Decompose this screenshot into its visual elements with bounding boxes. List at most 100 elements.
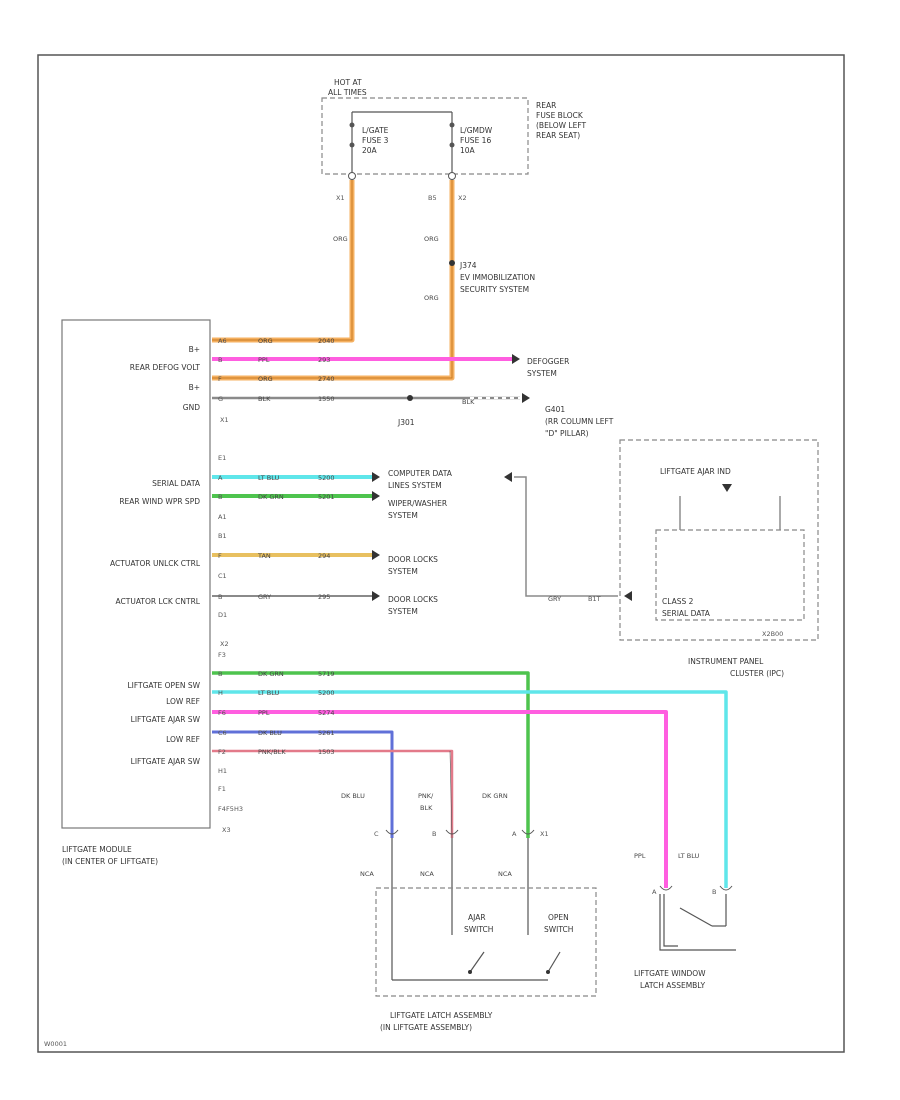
dest-label: LINES SYSTEM [388,481,442,490]
pin-label: A [218,474,223,482]
pin-label: F1 [218,785,226,793]
module-pin-label: REAR DEFOG VOLT [130,363,201,372]
wire-color-label: PPL [634,852,646,860]
liftgate-module: LIFTGATE MODULE (IN CENTER OF LIFTGATE) … [61,319,335,866]
rear-fuse-block: HOT AT ALL TIMES REAR FUSE BLOCK (BELOW … [321,78,587,202]
wire-org-b [212,180,455,381]
circuit-label: 295 [318,593,330,601]
dest-label: WIPER/WASHER [388,499,447,508]
connector-label: X3 [222,826,231,834]
arrow-icon [522,393,530,403]
circuit-label: 2740 [318,375,335,383]
pin-label: F3 [218,651,226,659]
pin-label: B [218,493,222,501]
wire-color-label: LT BLU [258,689,280,697]
wire-color-label: DK BLU [258,729,282,737]
dest-label: (RR COLUMN LEFT [545,417,614,426]
terminal-icon [348,172,356,180]
fuse-symbol [349,122,355,128]
module-pin-label: LIFTGATE AJAR SW [131,715,201,724]
arrow-icon [372,550,380,560]
connector-icon [659,885,673,891]
arrow-icon [372,472,380,482]
pin-label: F [218,552,222,560]
fuse-block-name: (BELOW LEFT [536,121,587,130]
fuse-block-name: REAR [536,101,556,110]
wire-color-label: ORG [333,235,348,243]
splice-dot [449,260,455,266]
circuit-label: 5719 [318,670,335,678]
liftgate-latch-assembly: C B A X1 NCA NCA NCA AJAR SWITCH OPEN SW… [360,829,597,1032]
dest-label: SYSTEM [527,369,557,378]
wire-color-label: DK GRN [258,670,284,678]
wire-dkgrn-open [212,671,530,838]
pin-label: F5 [226,805,234,813]
dest-label: SYSTEM [388,511,418,520]
wire-org-b-core [212,180,453,379]
wire-dkblu-lowref [212,730,394,838]
circuit-label: 294 [318,552,330,560]
arrow-icon [372,591,380,601]
switch-label: SWITCH [464,925,493,934]
dest-label: SYSTEM [388,607,418,616]
fuse-symbol [449,142,455,148]
circuit-label: 5200 [318,474,335,482]
fuse-block-name: REAR SEAT) [536,131,580,140]
pin-label: H [218,689,223,697]
wire-color-label: PPL [258,709,270,717]
pin-label: A [512,830,517,838]
ajar-switch-icon [469,951,485,973]
fuse-block-header: ALL TIMES [328,88,367,97]
fuse-label: FUSE 3 [362,136,389,145]
pin-label: A1 [218,513,227,521]
latch-name: LIFTGATE LATCH ASSEMBLY [390,1011,493,1020]
wire-color-label: NCA [360,870,374,878]
module-pin-label: REAR WIND WPR SPD [119,497,200,506]
fuse-label: 20A [362,146,378,155]
fuse-block-name: FUSE BLOCK [536,111,584,120]
pin-label: A6 [218,337,227,345]
splice-label: EV IMMOBILIZATION [460,273,535,282]
arrow-icon [624,591,632,601]
wire-color-label: BLK [420,804,433,812]
circuit-label: 1550 [318,395,335,403]
module-pin-label: LOW REF [166,697,200,706]
module-name: LIFTGATE MODULE [62,845,132,854]
fuse-symbol [349,142,355,148]
wire-ltblu-lowref [212,690,728,888]
splice-label: J301 [397,418,415,427]
wire-color-label: ORG [258,337,273,345]
fuse-symbol [449,122,455,128]
dest-label: COMPUTER DATA [388,469,453,478]
pin-label: F2 [218,748,226,756]
pin-label: F4 [218,805,226,813]
connector-icon [521,829,535,835]
dest-label: DOOR LOCKS [388,595,438,604]
window-latch-name: LATCH ASSEMBLY [640,981,705,990]
wire-color-label: BLK [258,395,271,403]
terminal-icon [448,172,456,180]
wire-color-label: PNK/ [418,792,434,800]
pin-label: B1 [218,532,227,540]
module-pin-label: B+ [189,383,200,392]
wire-org-a-core [212,180,353,341]
switch-label: OPEN [548,913,569,922]
pin-label: B [712,888,716,896]
pin-label: C1 [218,572,227,580]
cluster-label: CLASS 2 [662,597,694,606]
pin-label: X1 [336,194,345,202]
pin-label: X2 [458,194,467,202]
fuse-label: FUSE 16 [460,136,491,145]
wire-org-a [212,180,355,343]
module-name: (IN CENTER OF LIFTGATE) [62,857,158,866]
pin-label: B [218,670,222,678]
pin-label: C [374,830,379,838]
circuit-label: 5261 [318,729,335,737]
power-wires: ORG ORG ORG J374 EV IMMOBILIZATION SECUR… [212,180,728,888]
dest-label: DEFOGGER [527,357,569,366]
module-pin-label: LIFTGATE AJAR SW [131,757,201,766]
wire-color-label: PNK/BLK [258,748,286,756]
circuit-label: 2040 [318,337,335,345]
pin-label: G [218,395,223,403]
splice-label: SECURITY SYSTEM [460,285,529,294]
